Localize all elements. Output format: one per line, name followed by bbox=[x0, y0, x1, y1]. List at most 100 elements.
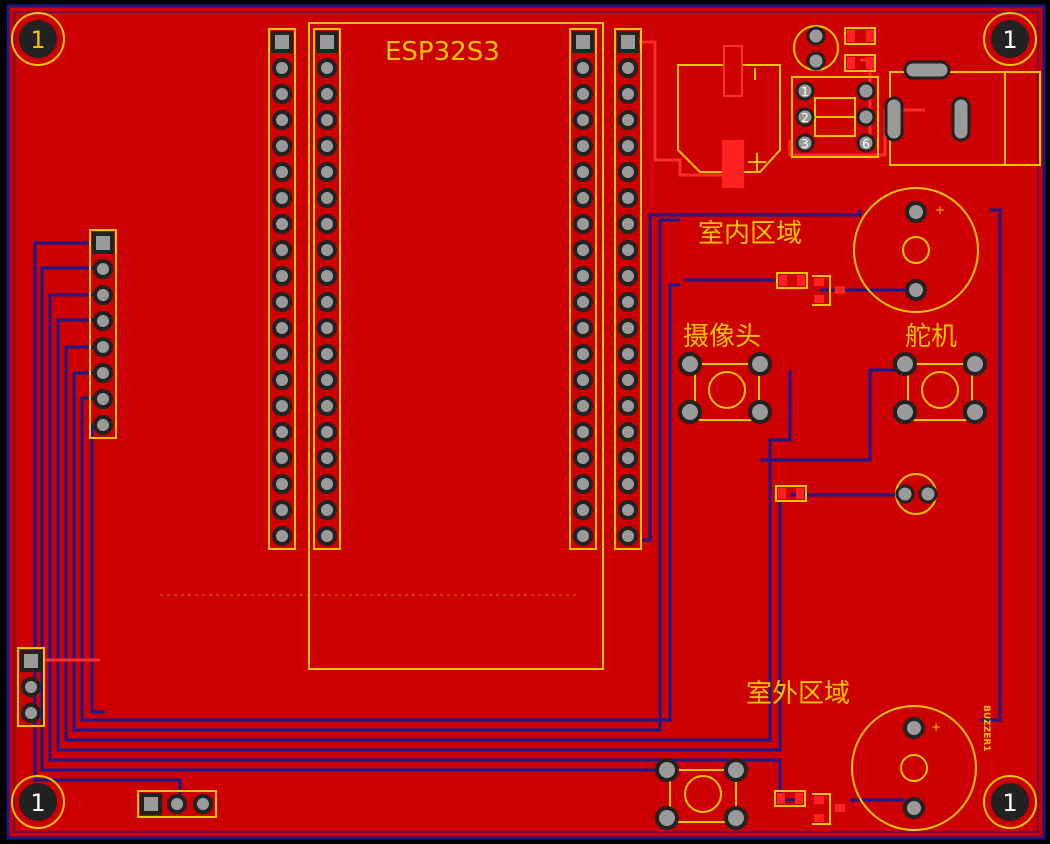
left-8pin-header bbox=[89, 229, 117, 439]
pad bbox=[317, 370, 337, 390]
pad bbox=[272, 110, 292, 130]
pad bbox=[93, 363, 113, 383]
svg-text:1: 1 bbox=[30, 789, 45, 817]
pad bbox=[93, 285, 113, 305]
left3-header-pins bbox=[17, 647, 45, 727]
pad bbox=[21, 677, 41, 697]
svg-text:1: 1 bbox=[30, 26, 45, 54]
pad bbox=[272, 188, 292, 208]
pad bbox=[272, 292, 292, 312]
pad bbox=[618, 448, 638, 468]
pad bbox=[193, 794, 213, 814]
pad bbox=[167, 794, 187, 814]
pad bbox=[573, 396, 593, 416]
pad bbox=[573, 500, 593, 520]
pad bbox=[317, 58, 337, 78]
pad bbox=[317, 162, 337, 182]
outdoor-area-label: 室外区域 bbox=[746, 679, 850, 709]
header-col-4 bbox=[614, 28, 642, 550]
switch-6pin-footprint: 1 2 3 6 bbox=[791, 76, 879, 158]
svg-text:2: 2 bbox=[801, 111, 809, 125]
outdoor-transistor bbox=[812, 793, 845, 825]
pad bbox=[317, 526, 337, 546]
header-col-1 bbox=[268, 28, 296, 550]
servo-label: 舵机 bbox=[905, 322, 957, 352]
svg-text:1: 1 bbox=[1002, 789, 1017, 817]
pad bbox=[317, 422, 337, 442]
pad bbox=[618, 188, 638, 208]
pad bbox=[92, 232, 114, 254]
mounting-hole-bl: 1 bbox=[11, 775, 65, 829]
mounting-hole-tl: 1 bbox=[11, 12, 65, 66]
pad bbox=[272, 136, 292, 156]
pad bbox=[272, 214, 292, 234]
capacitor-footprint bbox=[677, 45, 781, 188]
left-header-pins bbox=[89, 229, 117, 439]
pad bbox=[317, 500, 337, 520]
indoor-transistor bbox=[812, 275, 845, 306]
pad bbox=[317, 240, 337, 260]
pad bbox=[272, 370, 292, 390]
pad bbox=[618, 240, 638, 260]
pad bbox=[618, 500, 638, 520]
pad bbox=[618, 110, 638, 130]
pad bbox=[317, 188, 337, 208]
pad bbox=[573, 240, 593, 260]
pad bbox=[618, 136, 638, 156]
pad bbox=[573, 292, 593, 312]
pad bbox=[272, 526, 292, 546]
pad bbox=[317, 136, 337, 156]
svg-text:6: 6 bbox=[862, 137, 870, 151]
outdoor-resistor bbox=[774, 790, 806, 807]
pad bbox=[618, 526, 638, 546]
pad bbox=[317, 292, 337, 312]
left-3pin-header bbox=[17, 647, 45, 727]
pad bbox=[93, 311, 113, 331]
header-col-3 bbox=[569, 28, 597, 550]
pad bbox=[618, 396, 638, 416]
pad bbox=[573, 448, 593, 468]
outdoor-buzzer-footprint: + bbox=[851, 705, 977, 831]
pad bbox=[573, 266, 593, 286]
pad bbox=[272, 344, 292, 364]
svg-text:3: 3 bbox=[801, 137, 809, 151]
pad bbox=[272, 162, 292, 182]
indoor-buzzer-footprint: + bbox=[853, 187, 979, 313]
pad bbox=[618, 162, 638, 182]
pad bbox=[317, 318, 337, 338]
pad bbox=[618, 292, 638, 312]
pad bbox=[317, 396, 337, 416]
svg-text:1: 1 bbox=[1002, 26, 1017, 54]
dc-jack-footprint bbox=[884, 60, 1041, 166]
pad bbox=[317, 110, 337, 130]
pad bbox=[573, 474, 593, 494]
pad bbox=[573, 344, 593, 364]
pad bbox=[272, 240, 292, 260]
pad bbox=[20, 650, 42, 672]
camera-button-footprint bbox=[678, 352, 772, 424]
pad bbox=[272, 396, 292, 416]
esp32-module-outline bbox=[308, 22, 604, 670]
board-edge bbox=[13, 11, 1039, 833]
pad bbox=[317, 266, 337, 286]
pin-headers bbox=[268, 28, 642, 550]
pad bbox=[272, 58, 292, 78]
pad bbox=[317, 344, 337, 364]
pad bbox=[272, 448, 292, 468]
pad bbox=[572, 31, 594, 53]
led-footprint bbox=[895, 473, 938, 515]
pad bbox=[618, 318, 638, 338]
indoor-area-label: 室内区域 bbox=[698, 219, 802, 249]
pad bbox=[618, 214, 638, 234]
pad bbox=[272, 266, 292, 286]
pad bbox=[93, 259, 113, 279]
pad bbox=[573, 422, 593, 442]
pad bbox=[21, 703, 41, 723]
bottom-button-footprint bbox=[655, 758, 748, 830]
pad bbox=[573, 370, 593, 390]
svg-text:1: 1 bbox=[801, 85, 809, 99]
small-led-footprint bbox=[793, 25, 839, 71]
pad bbox=[573, 110, 593, 130]
pad bbox=[272, 422, 292, 442]
